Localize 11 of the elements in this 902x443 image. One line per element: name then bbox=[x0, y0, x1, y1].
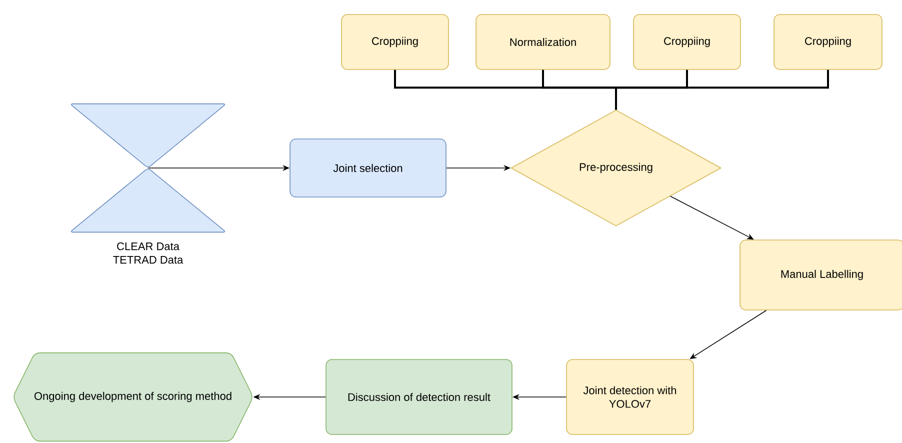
process-box: Joint detection with YOLOv7 bbox=[566, 359, 694, 435]
bracket-connector bbox=[615, 70, 829, 110]
process-box: Croppiing bbox=[341, 14, 449, 70]
process-box: Manual Labelling bbox=[740, 240, 902, 310]
process-box: Croppiing bbox=[633, 14, 741, 70]
process-box: Joint selection bbox=[290, 138, 446, 198]
process-box: Croppiing bbox=[774, 14, 882, 70]
data-label: CLEAR Data TETRAD Data bbox=[113, 242, 184, 264]
process-box: Discussion of detection result bbox=[326, 359, 512, 435]
process-box: Normalization bbox=[476, 14, 610, 70]
terminal-hexagon: Ongoing development of scoring method bbox=[14, 352, 252, 442]
